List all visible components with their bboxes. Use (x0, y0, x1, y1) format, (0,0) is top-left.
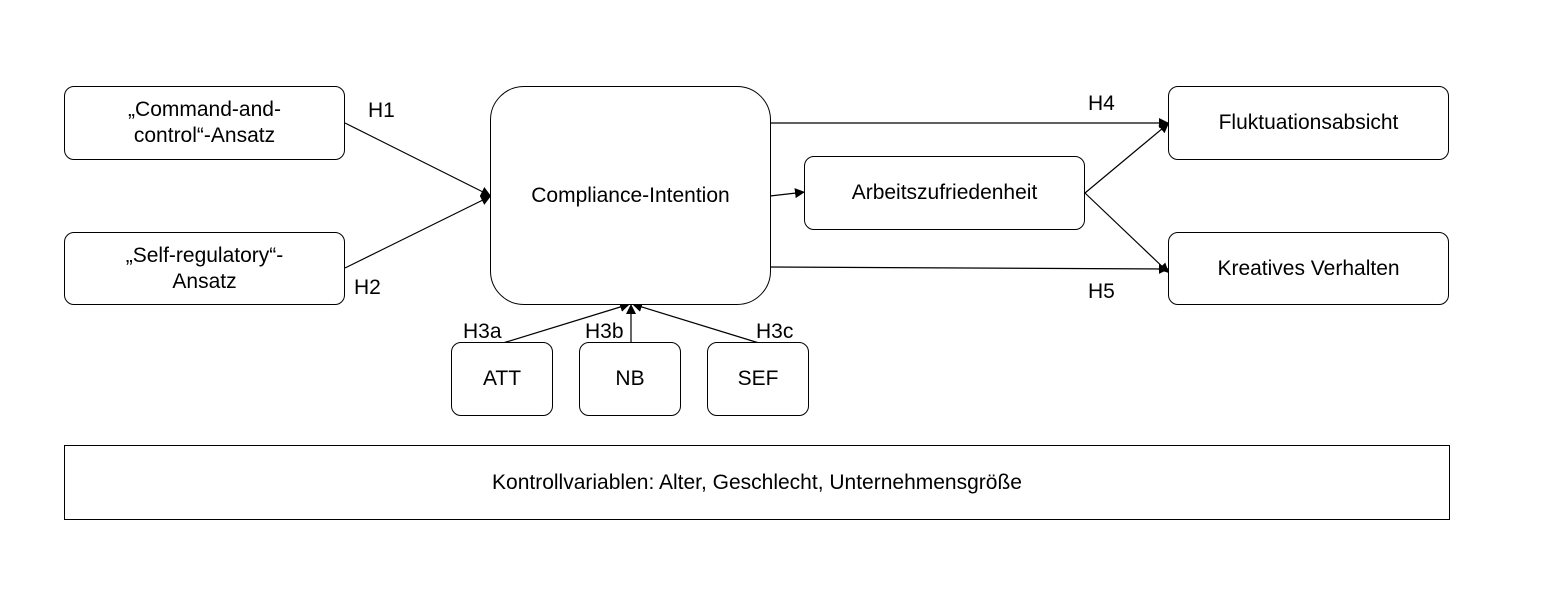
att-node: ATT (451, 342, 553, 416)
att-node-label: ATT (482, 367, 522, 390)
arrow-arbeit-to-kreativ (1084, 192, 1170, 274)
nb-node: NB (579, 342, 681, 416)
flukt-node-label: Fluktuationsabsicht (1218, 111, 1399, 134)
arrow-compliance-to-arbeit (769, 188, 806, 199)
hypothesis-h3a-label: H3a (463, 320, 502, 343)
hypothesis-h4-label: H4 (1088, 92, 1115, 115)
fluktuationsabsicht-node: Fluktuationsabsicht (1168, 86, 1449, 160)
hypothesis-h2-label: H2 (354, 276, 381, 299)
compliance-node-label: Compliance-Intention (531, 183, 730, 207)
command-node-line2: control“-Ansatz (133, 124, 276, 147)
arrow-h2 (344, 195, 492, 269)
arbeit-node-label: Arbeitszufriedenheit (851, 181, 1038, 204)
arrow-arbeit-to-flukt (1084, 122, 1170, 194)
hypothesis-h1-label: H1 (368, 99, 395, 122)
self-node-line1: „Self-regulatory“- (125, 243, 284, 267)
arrow-h3c (631, 302, 760, 344)
kreativ-node-label: Kreatives Verhalten (1217, 256, 1400, 280)
kreatives-verhalten-node: Kreatives Verhalten (1168, 232, 1449, 305)
hypothesis-h3c-label: H3c (756, 320, 794, 343)
arbeitszufriedenheit-node: Arbeitszufriedenheit (804, 156, 1085, 230)
kontrollvariablen-box: Kontrollvariablen: Alter, Geschlecht, Un… (64, 445, 1450, 520)
arrow-h3a (502, 302, 631, 344)
sef-node: SEF (707, 342, 809, 416)
self-node-line2: Ansatz (172, 269, 237, 293)
hypothesis-h3b-label: H3b (585, 320, 624, 343)
kontroll-label: Kontrollvariablen: Alter, Geschlecht, Un… (492, 470, 1022, 494)
command-node-line1: „Command-and- (128, 98, 281, 121)
arrow-h1 (344, 122, 492, 197)
self-regulatory-node: „Self-regulatory“- Ansatz (64, 232, 345, 305)
compliance-intention-node: Compliance-Intention (490, 86, 771, 305)
arrow-h5 (769, 263, 1170, 274)
command-and-control-node: „Command-and- control“-Ansatz (64, 86, 345, 160)
nb-node-label: NB (615, 367, 645, 390)
hypothesis-h5-label: H5 (1088, 280, 1115, 303)
sef-node-label: SEF (737, 367, 779, 390)
